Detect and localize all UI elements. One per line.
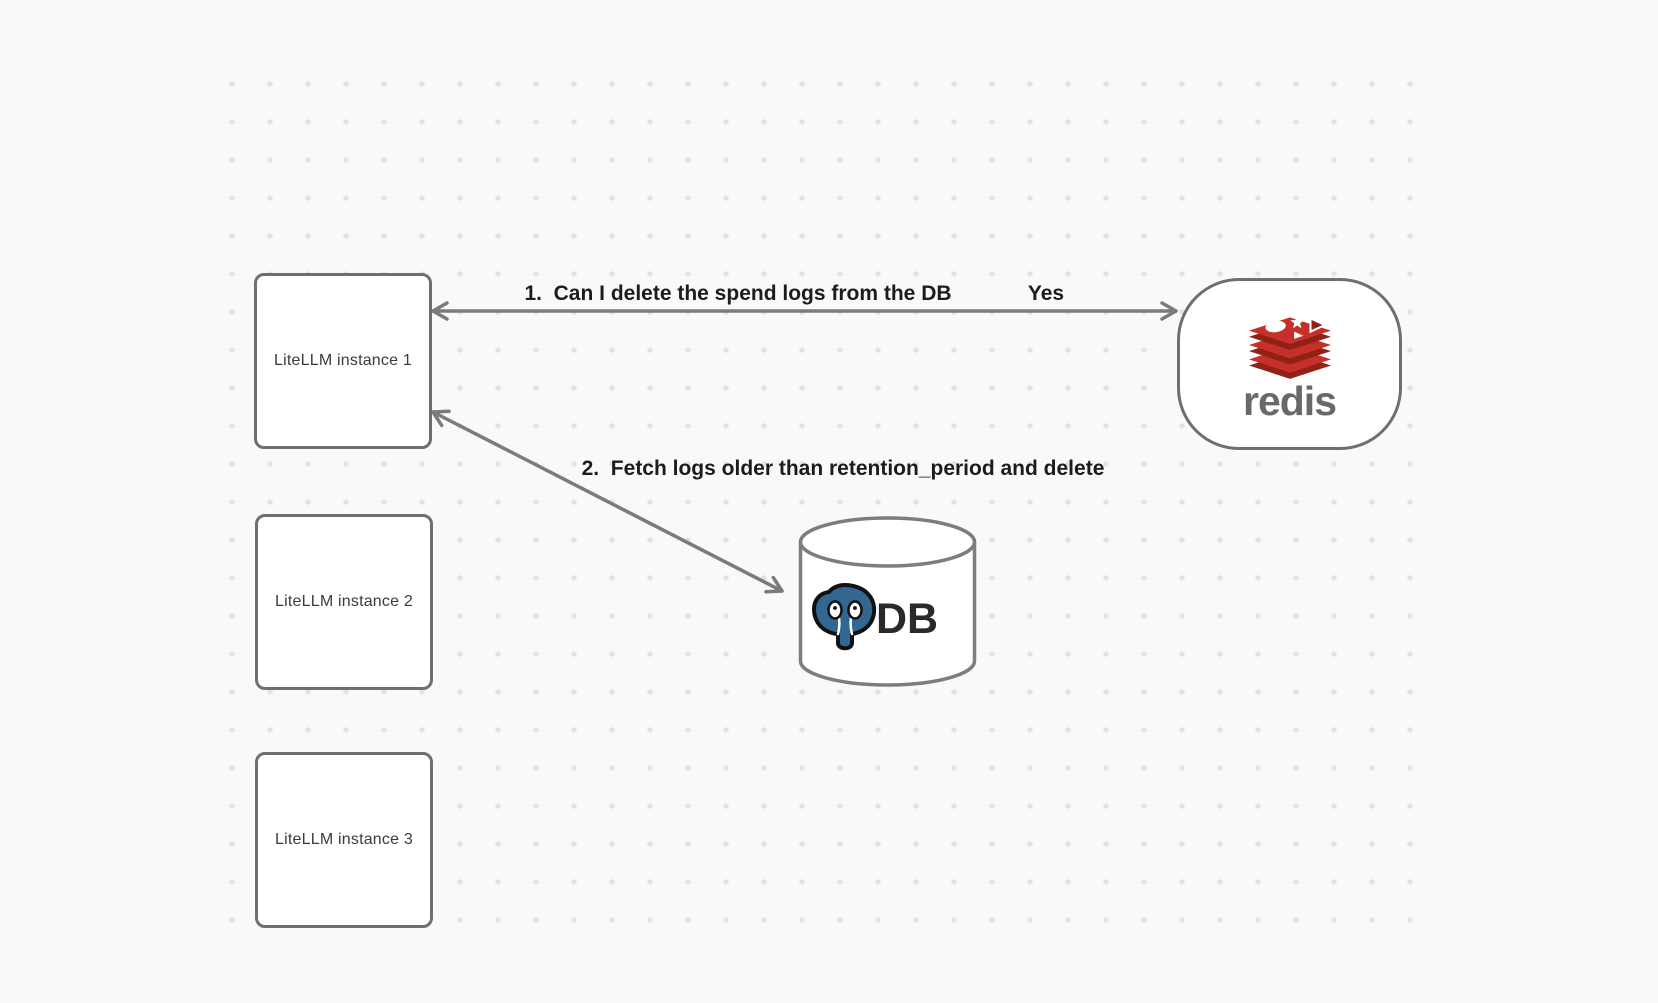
node-label: LiteLLM instance 1: [274, 352, 412, 369]
postgresql-elephant-icon: [812, 583, 877, 651]
node-litellm-instance-3[interactable]: LiteLLM instance 3: [255, 752, 433, 928]
redis-layer-top: [1248, 315, 1331, 351]
arrow-2-label[interactable]: 2. Fetch logs older than retention_perio…: [581, 457, 1105, 480]
redis-logo-icon: [1248, 315, 1331, 379]
arrow-1-label[interactable]: 1. Can I delete the spend logs from the …: [524, 282, 952, 305]
arrow-1-reply-label[interactable]: Yes: [1027, 282, 1065, 305]
node-label: LiteLLM instance 2: [275, 593, 413, 610]
node-litellm-instance-2[interactable]: LiteLLM instance 2: [255, 514, 433, 690]
node-litellm-instance-1[interactable]: LiteLLM instance 1: [254, 273, 432, 449]
db-label: DB: [876, 595, 939, 643]
node-label: LiteLLM instance 3: [275, 831, 413, 848]
redis-wordmark: redis: [1243, 378, 1337, 424]
node-redis[interactable]: redis: [1177, 278, 1402, 450]
